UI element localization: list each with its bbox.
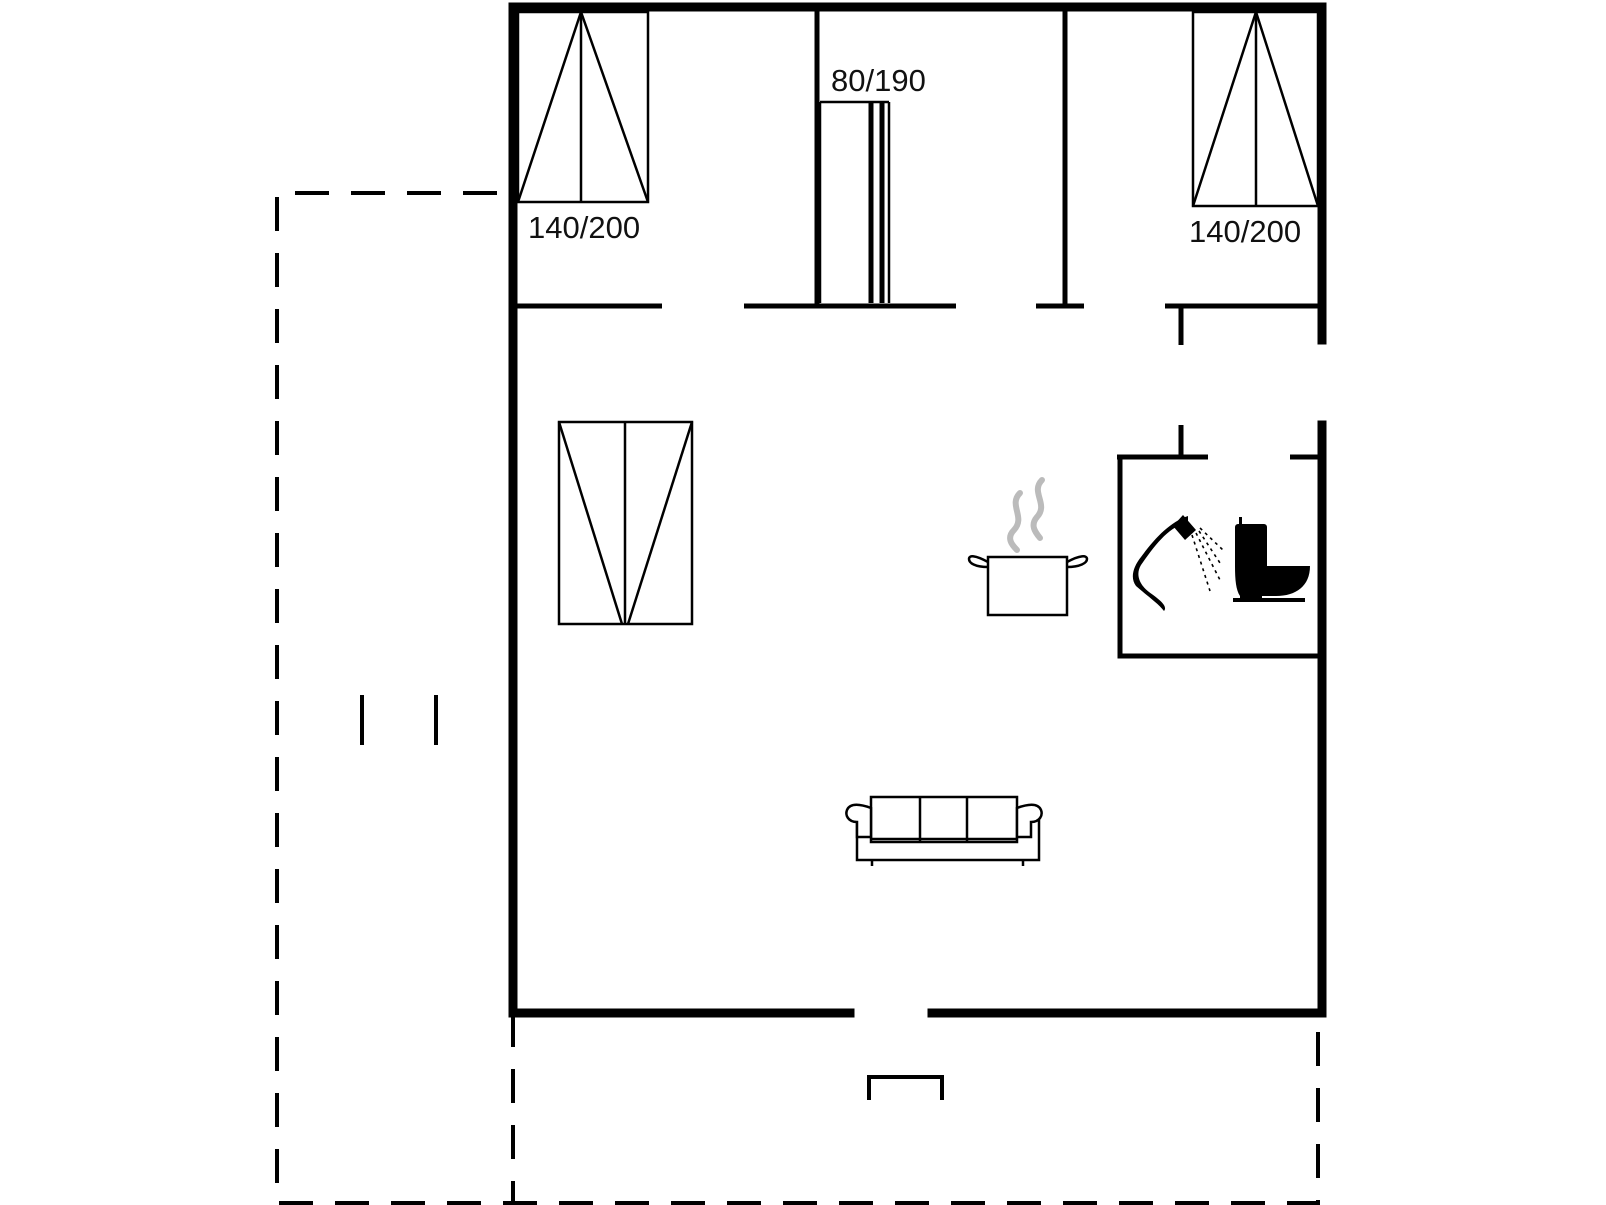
bed-middle xyxy=(818,100,891,303)
bed-left xyxy=(516,8,650,204)
bed-right xyxy=(1191,7,1320,208)
bed-left-size-label: 140/200 xyxy=(528,210,640,245)
interior-walls xyxy=(513,9,1318,659)
terrace-outline xyxy=(275,191,1320,1205)
terrace-marks xyxy=(360,695,944,1100)
bed-living-room xyxy=(557,420,694,626)
bed-middle-size-label: 80/190 xyxy=(831,63,926,98)
cooking-pot-icon xyxy=(967,477,1089,617)
bed-right-size-label: 140/200 xyxy=(1189,214,1301,249)
exterior-walls xyxy=(508,2,1327,1018)
toilet-icon xyxy=(1233,517,1310,602)
shower-icon xyxy=(1132,515,1225,611)
sofa-icon xyxy=(845,795,1043,866)
